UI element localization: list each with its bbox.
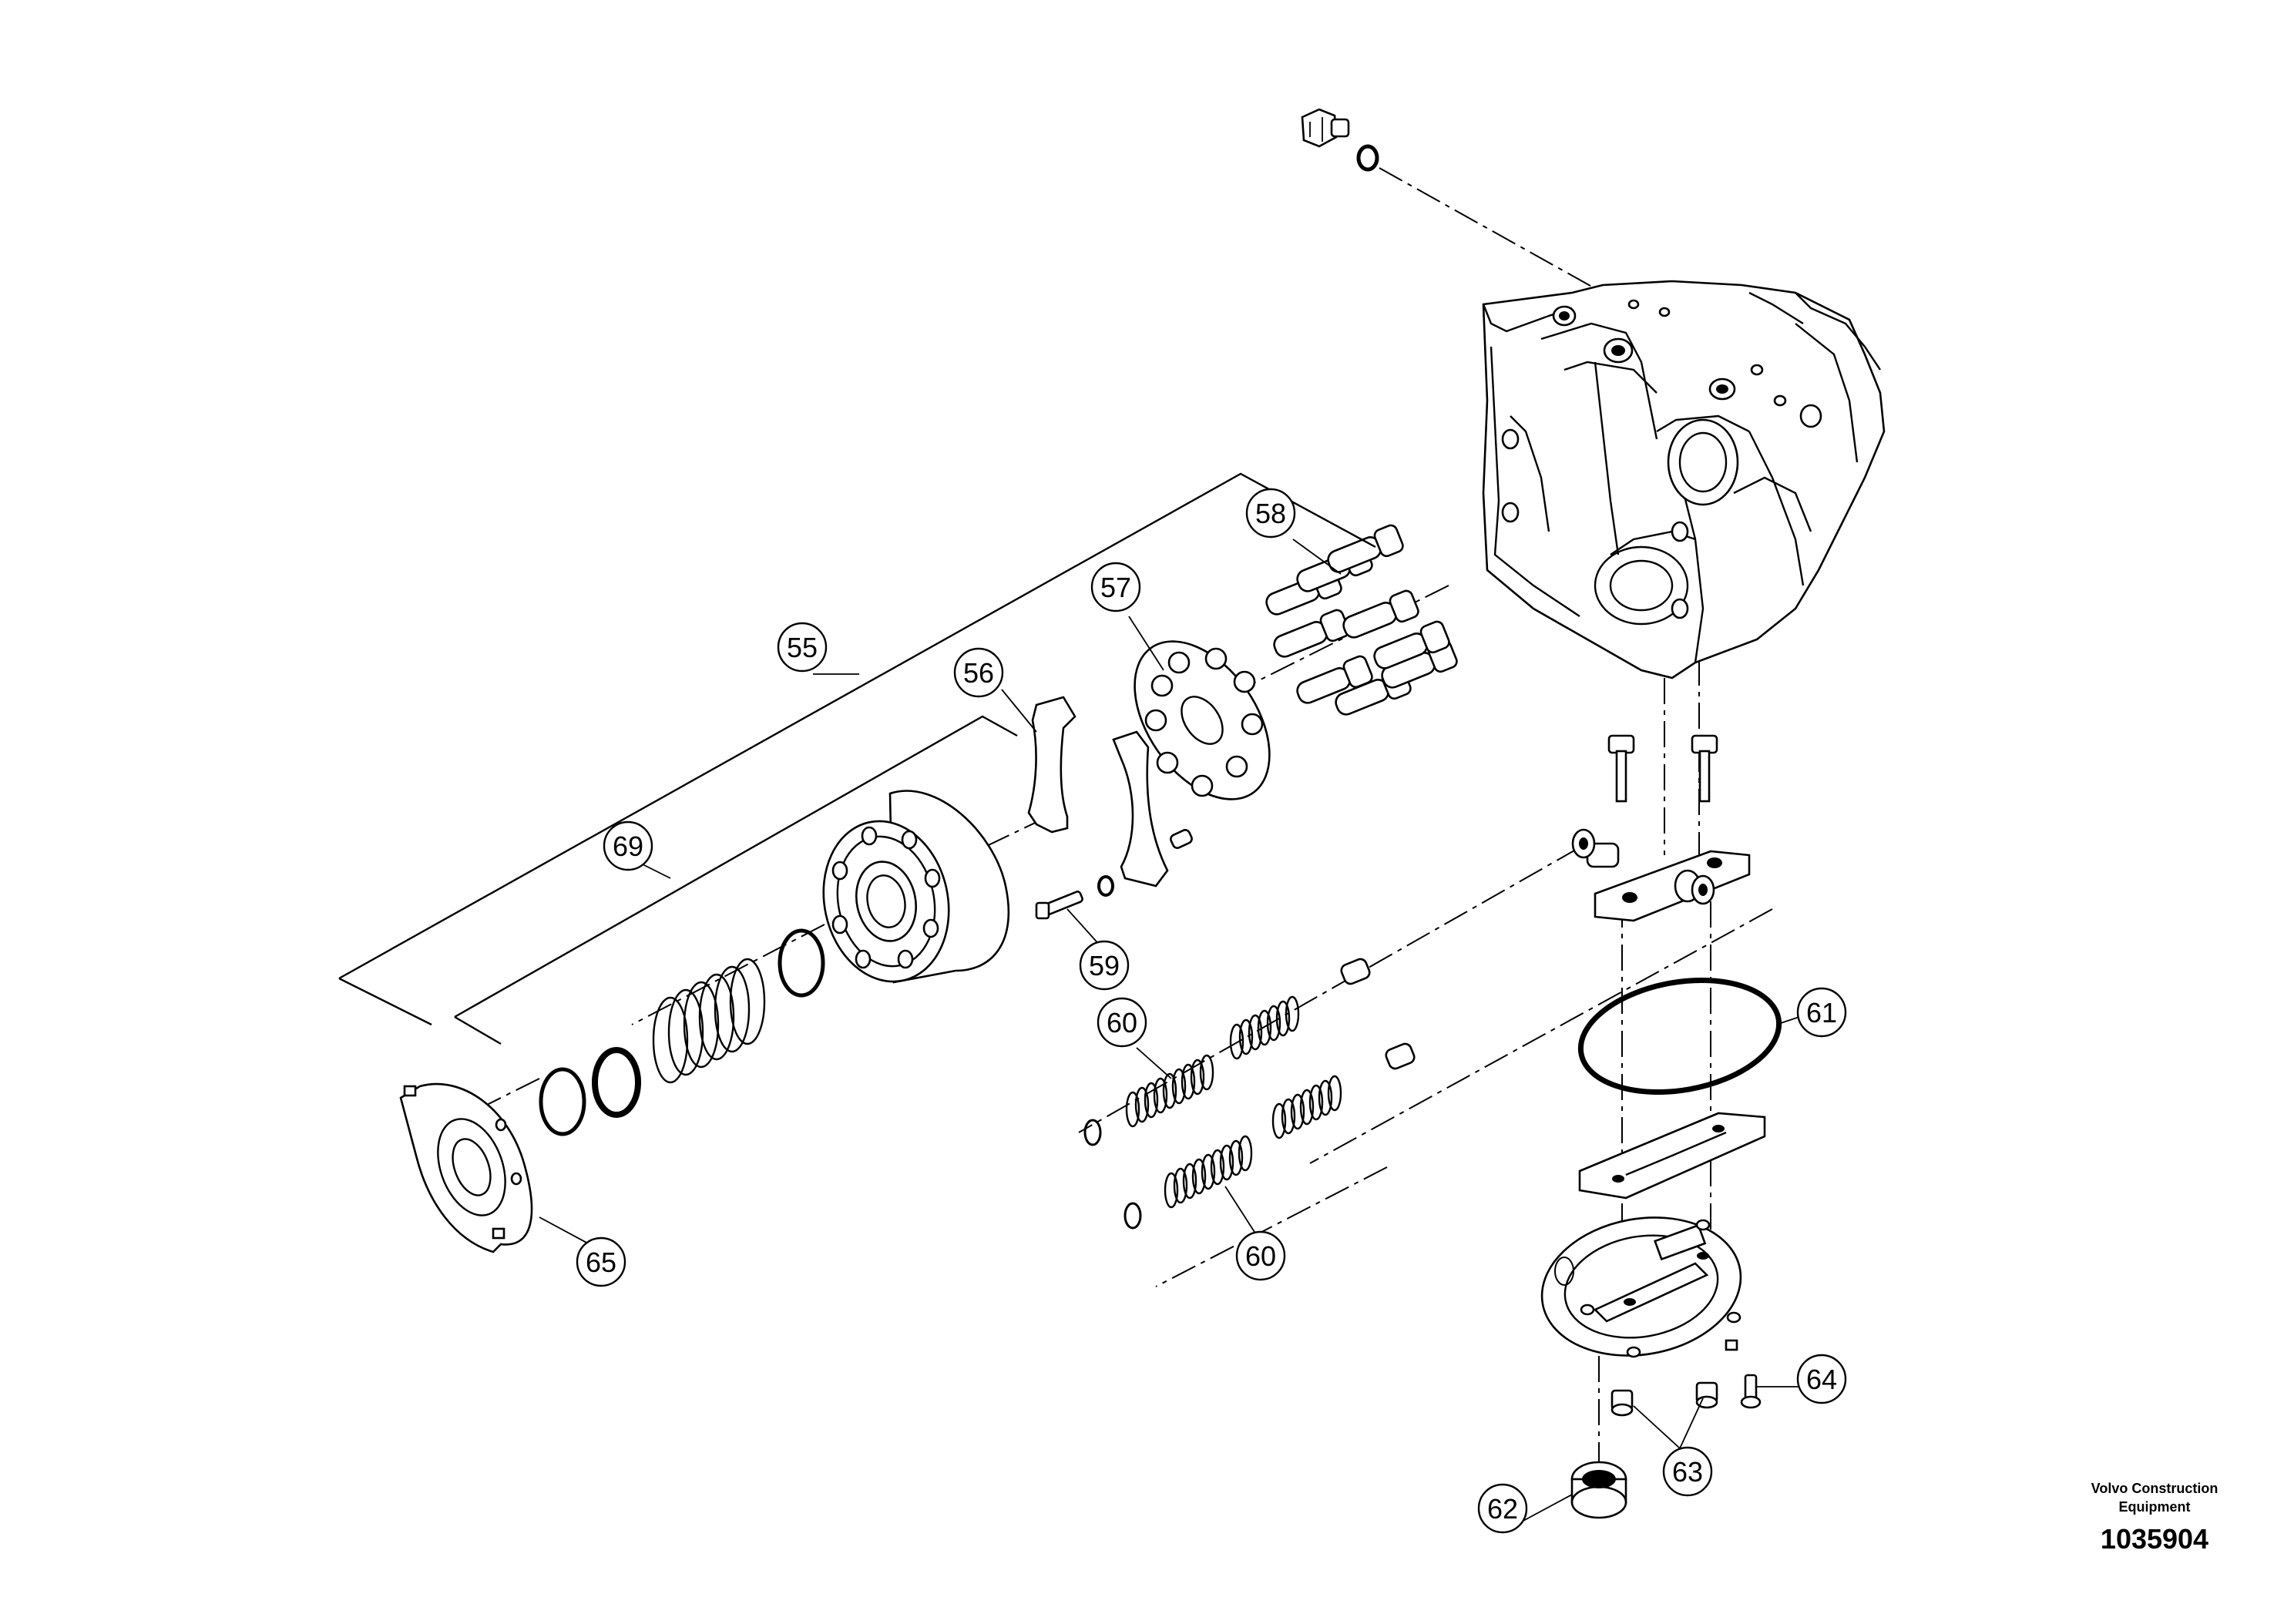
svg-text:55: 55: [787, 632, 818, 663]
callout-58: 58: [1245, 488, 1296, 539]
slotted-plate: [1578, 1112, 1766, 1200]
credit-block: Volvo Construction Equipment 1035904: [2091, 1481, 2218, 1555]
bottom-hardware: [1570, 1374, 1762, 1519]
springs-60: [1083, 958, 1416, 1230]
plug-and-oring-top: [1301, 108, 1379, 172]
swash-plate: [399, 1082, 533, 1253]
callout-62: 62: [1477, 1483, 1528, 1534]
svg-text:57: 57: [1100, 572, 1131, 603]
callout-60-upper: 60: [1097, 997, 1147, 1048]
bracket-and-bolts: [1571, 734, 1751, 922]
callout-55: 55: [777, 622, 828, 673]
pump-housing: [1482, 280, 1886, 679]
svg-text:63: 63: [1672, 1456, 1703, 1488]
o-ring-61: [1577, 977, 1782, 1096]
svg-text:65: 65: [586, 1247, 616, 1278]
svg-text:59: 59: [1089, 950, 1120, 981]
leader-lines: [539, 539, 1800, 1522]
screw-59: [1035, 875, 1114, 920]
credit-line-2: Equipment: [2119, 1499, 2191, 1515]
callout-64: 64: [1796, 1354, 1847, 1404]
callout-60-lower: 60: [1235, 1230, 1286, 1281]
end-cover: [1540, 1216, 1742, 1358]
callout-56: 56: [953, 647, 1004, 698]
callout-61: 61: [1796, 987, 1847, 1038]
callout-63: 63: [1662, 1446, 1713, 1497]
callout-59: 59: [1079, 940, 1130, 991]
svg-text:60: 60: [1107, 1007, 1137, 1038]
svg-text:58: 58: [1255, 498, 1286, 529]
figure-number: 1035904: [2101, 1523, 2208, 1555]
cylinder-block: [822, 790, 1010, 984]
svg-text:62: 62: [1487, 1493, 1518, 1525]
credit-line-1: Volvo Construction: [2091, 1481, 2218, 1496]
svg-text:56: 56: [963, 657, 994, 689]
callout-57: 57: [1090, 562, 1141, 612]
spring-and-rings: [539, 928, 825, 1136]
kit-brackets: [338, 472, 1376, 1045]
callout-65: 65: [576, 1236, 626, 1287]
retainer-plate: [1134, 640, 1271, 800]
svg-text:69: 69: [613, 830, 643, 862]
svg-text:60: 60: [1245, 1240, 1276, 1272]
svg-text:61: 61: [1806, 997, 1837, 1028]
callout-69: 69: [603, 820, 653, 871]
svg-text:64: 64: [1806, 1364, 1837, 1395]
guide-plates: [1027, 696, 1193, 887]
pistons: [1265, 524, 1458, 716]
